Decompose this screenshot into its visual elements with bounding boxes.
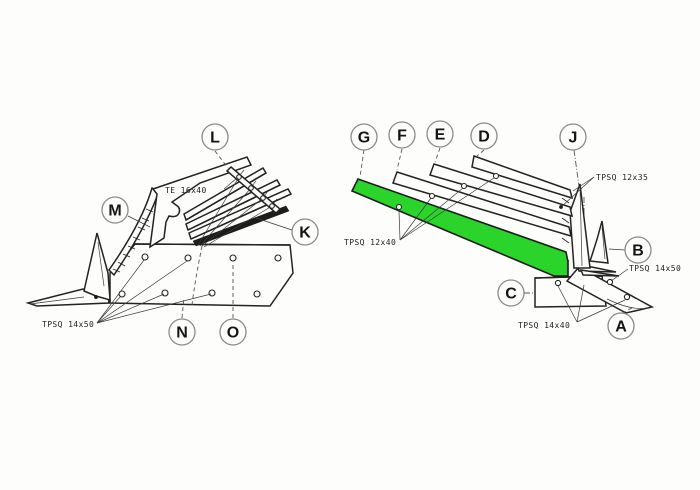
share-a (565, 266, 655, 314)
spec-te-16x40: TE 16x40 (165, 186, 207, 195)
fin-inner-line (97, 241, 105, 287)
part-label-g: G (350, 123, 378, 151)
svg-text:C: C (505, 286, 517, 303)
spec-tpsq-14x50-left: TPSQ 14x50 (42, 320, 94, 329)
plate-c-hole (554, 279, 562, 287)
part-label-l: L (201, 123, 229, 151)
leader-L (214, 150, 229, 169)
leader-tpsq14x40 (557, 284, 626, 323)
svg-text:J: J (569, 130, 578, 147)
base-plate-top-edge (134, 243, 291, 246)
brace-bar-bolts (236, 169, 278, 209)
part-label-n: N (168, 318, 196, 346)
share-bevel-line (29, 296, 85, 305)
leader-B (608, 248, 626, 251)
slat-f-hole (428, 192, 436, 200)
svg-text:M: M (108, 203, 121, 220)
slat-g-hole (395, 203, 403, 211)
moldboard-body (149, 156, 253, 249)
svg-text:K: K (299, 225, 311, 242)
plate-bolt-holes (118, 253, 282, 298)
leader-tpsq14x50-right (610, 268, 629, 282)
shin-fin (83, 232, 111, 302)
leader-F (396, 148, 403, 171)
share-a-bevel (606, 298, 649, 309)
part-label-e: E (426, 120, 454, 148)
plate-split-line (191, 245, 203, 306)
right-view-exploded: TPSQ 12x40 TPSQ 12x35 TPSQ 14x50 TPSQ 14… (344, 120, 681, 340)
svg-text:O: O (227, 325, 239, 342)
shin-inner-line (601, 226, 606, 260)
frog-j (569, 183, 591, 269)
part-label-d: D (470, 122, 498, 150)
leader-tpsq14x50-left (96, 259, 212, 324)
leader-TE (223, 177, 238, 190)
svg-text:A: A (615, 319, 627, 336)
bolt-axis-lines (197, 176, 273, 248)
leader-N (181, 296, 185, 319)
slat-g-highlighted (350, 178, 569, 277)
part-label-o: O (219, 318, 247, 346)
leader-K (255, 217, 293, 231)
svg-text:D: D (478, 129, 490, 146)
edge-strip-hatching (112, 208, 154, 273)
part-label-a: A (607, 312, 635, 340)
spec-tpsq-14x50-right: TPSQ 14x50 (629, 264, 681, 273)
leader-E (434, 147, 441, 163)
part-label-k: K (291, 218, 319, 246)
slat-d (471, 154, 574, 200)
slat-k-dark-edge (192, 205, 290, 247)
leader-tpsq12x40 (398, 177, 495, 241)
part-label-m: M (101, 196, 129, 224)
spec-tpsq-12x35: TPSQ 12x35 (596, 173, 648, 182)
svg-text:B: B (632, 243, 644, 260)
part-label-c: C (497, 279, 525, 307)
left-view-assembled: TE 16x40 TPSQ 14x50 L M K N O (25, 123, 319, 346)
part-label-j: J (559, 123, 587, 151)
shin-b (588, 220, 609, 264)
part-label-f: F (388, 121, 416, 149)
moldboard-curved-edge (108, 186, 160, 277)
svg-text:E: E (435, 127, 446, 144)
spec-tpsq-12x40: TPSQ 12x40 (344, 238, 396, 247)
svg-text:L: L (210, 130, 220, 147)
svg-text:N: N (176, 325, 188, 342)
share-a-hole (623, 293, 631, 301)
spec-tpsq-14x40: TPSQ 14x40 (518, 321, 570, 330)
slat-f (392, 171, 573, 238)
slat-e (429, 163, 574, 218)
wedge-piece (579, 269, 620, 277)
leader-G (359, 149, 365, 178)
leader-A (621, 307, 633, 314)
leader-D (476, 149, 485, 157)
leader-M (127, 215, 151, 228)
slat-d-hole (492, 172, 500, 180)
part-label-b: B (624, 236, 652, 264)
svg-text:F: F (397, 128, 407, 145)
leader-tpsq12x35 (559, 176, 595, 209)
fin-bolt-dot (93, 294, 99, 300)
slat-e-hole (460, 182, 468, 190)
svg-text:G: G (358, 130, 370, 147)
frog-inner-line (579, 185, 583, 267)
